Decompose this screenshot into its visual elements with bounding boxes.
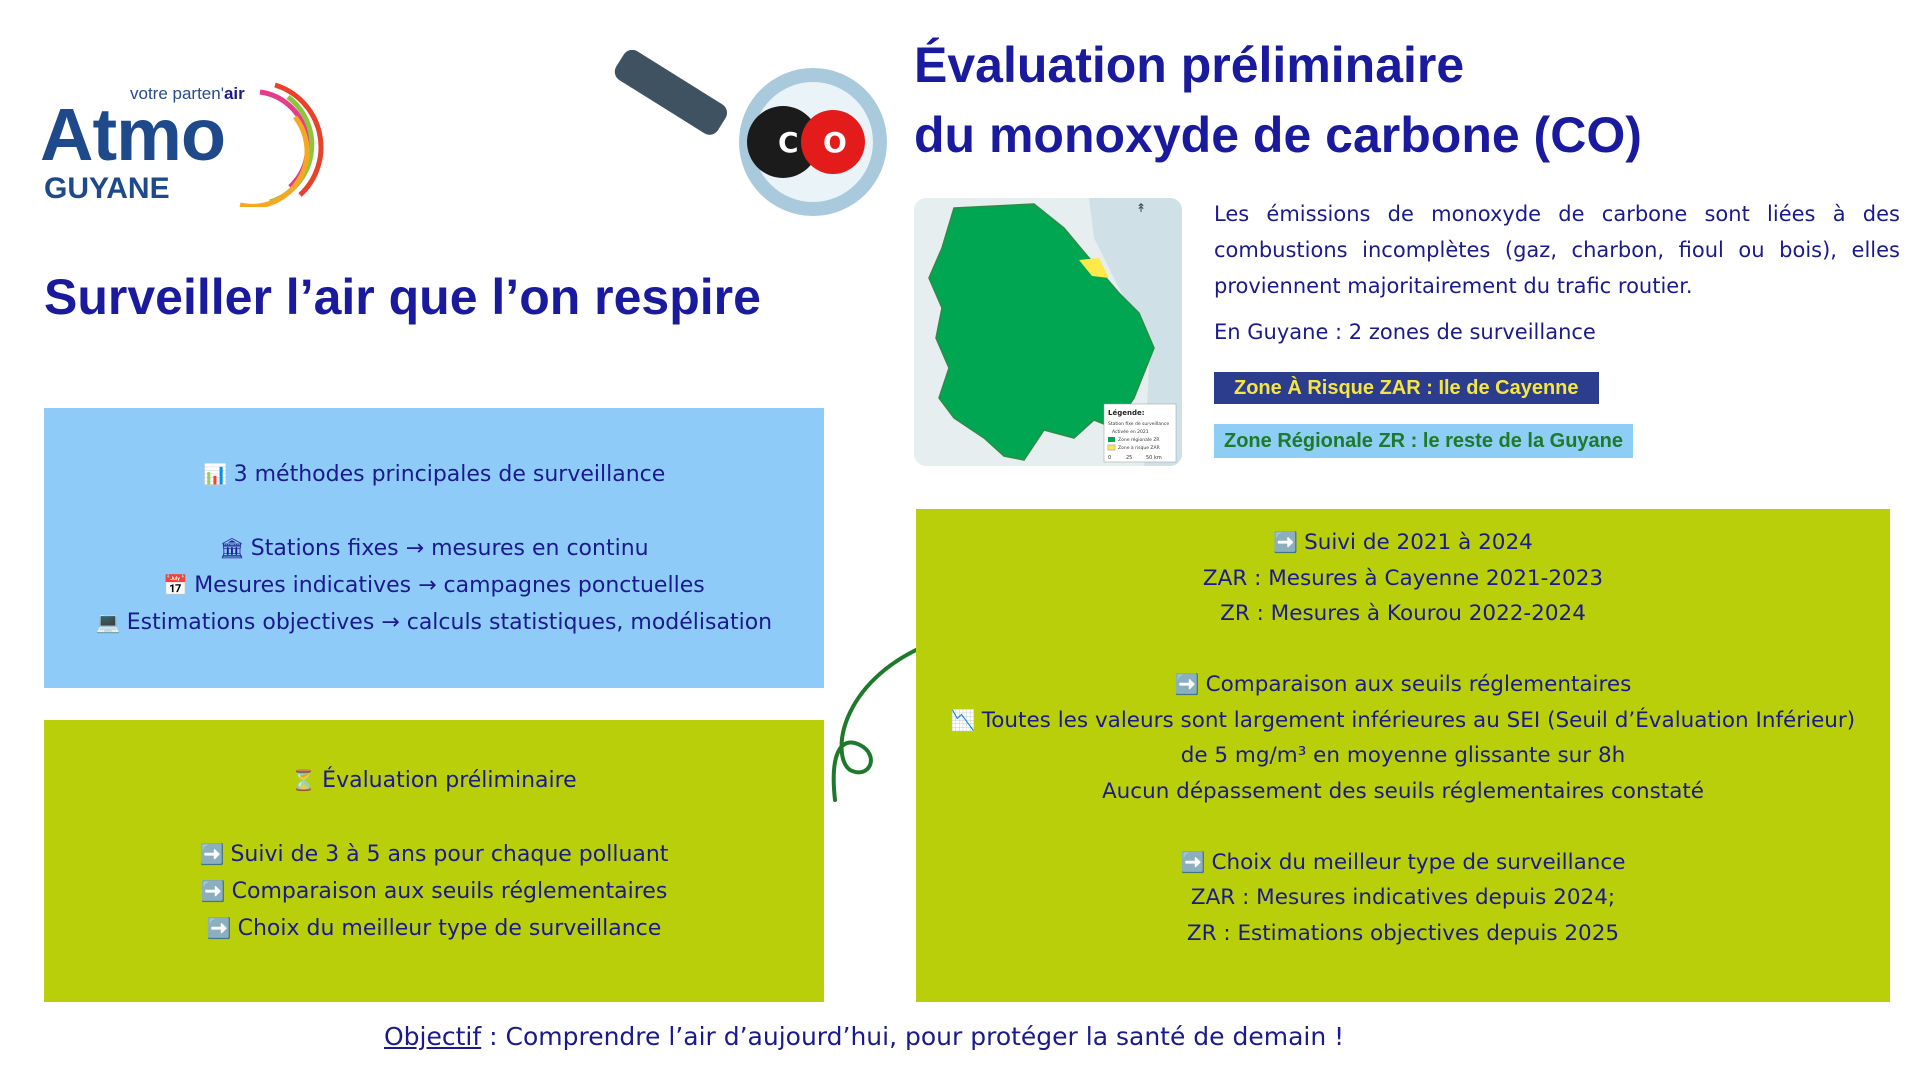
objective-separator: :: [481, 1022, 506, 1051]
methods-panel: 📊3 méthodes principales de surveillance …: [44, 408, 824, 688]
page-title: Évaluation préliminaire du monoxyde de c…: [914, 30, 1642, 170]
page-title-line2: du monoxyde de carbone (CO): [914, 107, 1642, 163]
intro-paragraph: Les émissions de monoxyde de carbone son…: [1214, 202, 1900, 298]
evaluation-title: ⏳Évaluation préliminaire: [291, 768, 577, 793]
evaluation-item: ➡️Comparaison aux seuils réglementaires: [200, 879, 668, 904]
objective-label: Objectif: [384, 1022, 482, 1051]
evaluation-item: ➡️Suivi de 3 à 5 ans pour chaque polluan…: [199, 842, 669, 867]
methods-title: 📊3 méthodes principales de surveillance: [202, 462, 666, 487]
map-scale-label: 50 km: [1146, 455, 1162, 461]
logo-tagline: votre parten'air: [130, 84, 245, 103]
followup-line: de 5 mg/m³ en moyenne glissante sur 8h: [1180, 743, 1626, 768]
magnifier-co-icon: C O: [605, 49, 895, 230]
followup-line: ZR : Estimations objectives depuis 2025: [1186, 920, 1620, 946]
evaluation-item: ➡️Choix du meilleur type de surveillance: [206, 916, 662, 941]
logo-name: Atmo: [40, 93, 226, 176]
page-title-line1: Évaluation préliminaire: [914, 37, 1465, 93]
map-legend-item: Activée en 2021: [1112, 428, 1149, 435]
followup-line: Aucun dépassement des seuils réglementai…: [1101, 778, 1705, 804]
map-legend-item: Zone à risque ZAR: [1118, 444, 1160, 451]
zones-heading: En Guyane : 2 zones de surveillance: [1214, 320, 1596, 344]
arrow-right-icon: ➡️: [199, 842, 225, 866]
followup-line: ZAR : Mesures indicatives depuis 2024;: [1190, 885, 1616, 910]
logo-arcs-icon: [239, 82, 324, 207]
atmo-guyane-logo: votre parten'air Atmo GUYANE: [40, 62, 324, 212]
chart-decreasing-icon: 📉: [950, 707, 976, 732]
arrow-right-icon: ➡️: [1180, 849, 1206, 874]
method-item: 📅Mesures indicatives → campagnes ponctue…: [163, 573, 705, 598]
zar-area: [1079, 258, 1109, 278]
building-icon: 🏛: [219, 536, 245, 560]
oxygen-atom-label: O: [823, 126, 847, 159]
followup-line: ZR : Mesures à Kourou 2022-2024: [1220, 601, 1586, 626]
map-legend-item: Station fixe de surveillance: [1108, 421, 1169, 427]
followup-line: ZAR : Mesures à Cayenne 2021-2023: [1202, 565, 1604, 591]
hourglass-icon: ⏳: [291, 768, 317, 792]
map-legend-title: Légende:: [1108, 409, 1145, 417]
method-item: 💻Estimations objectives → calculs statis…: [95, 610, 773, 635]
territory-shape: [928, 203, 1155, 461]
laptop-icon: 💻: [95, 610, 121, 634]
followup-line: 📉Toutes les valeurs sont largement infér…: [950, 707, 1856, 733]
map-scale-label: 0: [1108, 455, 1111, 461]
calendar-icon: 📅: [163, 573, 189, 597]
method-item: 🏛Stations fixes → mesures en continu: [219, 536, 649, 561]
north-arrow-icon: ↟: [1136, 201, 1146, 215]
map-legend-item: Zone régionale ZR: [1118, 436, 1160, 443]
zar-badge: Zone À Risque ZAR : Ile de Cayenne: [1214, 372, 1599, 404]
followup-section-title: ➡️Comparaison aux seuils réglementaires: [1174, 672, 1632, 697]
section-title: Surveiller l’air que l’on respire: [44, 269, 761, 325]
carbon-atom-label: C: [778, 126, 799, 159]
arrow-right-icon: ➡️: [206, 916, 232, 940]
followup-section-title: ➡️Choix du meilleur type de surveillance: [1180, 849, 1626, 875]
zr-badge: Zone Régionale ZR : le reste de la Guyan…: [1214, 424, 1633, 458]
followup-section-title: ➡️Suivi de 2021 à 2024: [1273, 530, 1533, 555]
arrow-right-icon: ➡️: [1174, 672, 1200, 696]
evaluation-panel: ⏳Évaluation préliminaire ➡️Suivi de 3 à …: [44, 720, 824, 1002]
bar-chart-icon: 📊: [202, 462, 228, 486]
map-scale-label: 25: [1126, 455, 1132, 461]
logo-region: GUYANE: [44, 172, 170, 205]
guyane-map: ↟ Légende: Station fixe de surveillance …: [914, 198, 1182, 466]
objective-footer: Objectif : Comprendre l’air d’aujourd’hu…: [384, 1022, 1344, 1051]
followup-panel: ➡️Suivi de 2021 à 2024 ZAR : Mesures à C…: [916, 509, 1890, 1002]
arrow-right-icon: ➡️: [200, 879, 226, 903]
arrow-right-icon: ➡️: [1273, 530, 1299, 554]
objective-text: Comprendre l’air d’aujourd’hui, pour pro…: [505, 1022, 1345, 1051]
